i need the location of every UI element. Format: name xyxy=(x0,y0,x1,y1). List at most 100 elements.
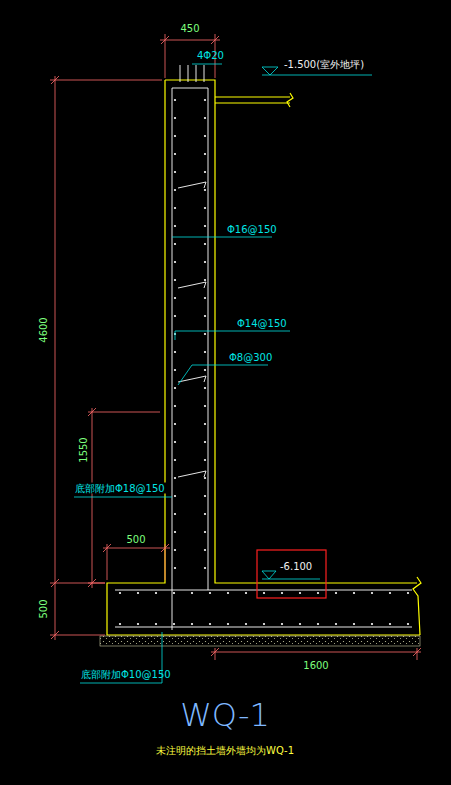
highlight-box xyxy=(257,550,326,598)
rebar-dot xyxy=(174,513,176,515)
concrete-outline xyxy=(107,80,421,635)
rebar-dot xyxy=(204,495,206,497)
rebar-dots xyxy=(119,99,409,625)
rebar-callout: Φ8@300 xyxy=(228,352,273,363)
rebar-dot xyxy=(173,592,175,594)
rebar-dot xyxy=(204,387,206,389)
dimension: 1550 xyxy=(78,436,89,463)
rebar-dot xyxy=(204,477,206,479)
rebar-dot xyxy=(209,592,211,594)
rebar-dot xyxy=(389,592,391,594)
rebar-dot xyxy=(204,207,206,209)
rebar-dot xyxy=(371,623,373,625)
rebar-dot xyxy=(263,592,265,594)
rebar-dot xyxy=(137,623,139,625)
rebar-dot xyxy=(245,623,247,625)
rebar-dot xyxy=(191,623,193,625)
rebar-dot xyxy=(204,99,206,101)
rebar-dot xyxy=(204,567,206,569)
rebar-dot xyxy=(227,623,229,625)
rebar-callout: Φ14@150 xyxy=(236,318,288,329)
rebar-callout: Φ16@150 xyxy=(226,224,278,235)
rebar-dot xyxy=(174,171,176,173)
dimension: 4600 xyxy=(38,316,49,343)
rebar-dot xyxy=(204,261,206,263)
rebar-dot xyxy=(204,189,206,191)
dimension: 450 xyxy=(179,23,200,34)
rebar-dot xyxy=(174,459,176,461)
rebar-dot xyxy=(299,623,301,625)
rebar-dot xyxy=(204,135,206,137)
rebar-dot xyxy=(209,623,211,625)
rebar-dot xyxy=(174,135,176,137)
rebar-dot xyxy=(353,623,355,625)
rebar-dot xyxy=(174,387,176,389)
rebar-dot xyxy=(204,315,206,317)
rebar-dot xyxy=(204,333,206,335)
rebar-dot xyxy=(174,279,176,281)
rebar-dot xyxy=(204,297,206,299)
rebar-dot xyxy=(353,592,355,594)
dimension-lines xyxy=(50,34,421,660)
rebar-dot xyxy=(281,592,283,594)
rebar-dot xyxy=(174,153,176,155)
rebar-dot xyxy=(389,623,391,625)
rebar-dot xyxy=(155,592,157,594)
rebar-dot xyxy=(174,567,176,569)
rebar-dot xyxy=(173,623,175,625)
rebar-callout: 4Φ20 xyxy=(196,50,225,61)
rebar-dot xyxy=(299,592,301,594)
rebar-dot xyxy=(174,549,176,551)
rebar-dot xyxy=(174,441,176,443)
rebar-dot xyxy=(174,297,176,299)
rebar-dot xyxy=(317,623,319,625)
rebar-callout: 底部附加Φ18@150 xyxy=(74,483,166,494)
rebar-dot xyxy=(174,243,176,245)
rebar-dot xyxy=(204,225,206,227)
rebar-dot xyxy=(174,351,176,353)
rebar-dot xyxy=(407,592,409,594)
leader-lines xyxy=(74,64,372,683)
rebar-dot xyxy=(204,459,206,461)
rebar-dot xyxy=(204,171,206,173)
blinding-layer xyxy=(100,636,420,646)
rebar-dot xyxy=(174,117,176,119)
rebar-dot xyxy=(281,623,283,625)
rebar-dot xyxy=(119,623,121,625)
rebar-dot xyxy=(137,592,139,594)
drawing-note: 未注明的挡土墙外墙均为WQ-1 xyxy=(155,745,295,756)
rebar-dot xyxy=(245,592,247,594)
rebar-dot xyxy=(119,592,121,594)
rebar-dot xyxy=(407,623,409,625)
rebar-dot xyxy=(174,207,176,209)
rebar-dot xyxy=(204,153,206,155)
rebar-dot xyxy=(317,592,319,594)
rebar-dot xyxy=(335,592,337,594)
rebar-dot xyxy=(204,513,206,515)
rebar-dot xyxy=(204,549,206,551)
rebar-dot xyxy=(263,623,265,625)
rebar-dot xyxy=(174,369,176,371)
rebar-dot xyxy=(174,405,176,407)
rebar-dot xyxy=(204,441,206,443)
rebar-dot xyxy=(204,279,206,281)
rebar-dot xyxy=(204,369,206,371)
dimension: 500 xyxy=(38,598,49,619)
rebar-dot xyxy=(174,315,176,317)
rebar-dot xyxy=(174,225,176,227)
rebar xyxy=(115,65,412,630)
rebar-dot xyxy=(204,351,206,353)
dimension: 1600 xyxy=(302,660,329,671)
drawing-title: WQ-1 xyxy=(179,698,271,733)
rebar-callout: 底部附加Φ10@150 xyxy=(80,669,172,680)
rebar-dot xyxy=(204,117,206,119)
rebar-dot xyxy=(174,261,176,263)
rebar-dot xyxy=(227,592,229,594)
rebar-dot xyxy=(174,531,176,533)
rebar-dot xyxy=(204,531,206,533)
elevation-mark: -1.500(室外地坪) xyxy=(283,59,365,70)
rebar-dot xyxy=(371,592,373,594)
elevation-mark: -6.100 xyxy=(279,561,313,572)
